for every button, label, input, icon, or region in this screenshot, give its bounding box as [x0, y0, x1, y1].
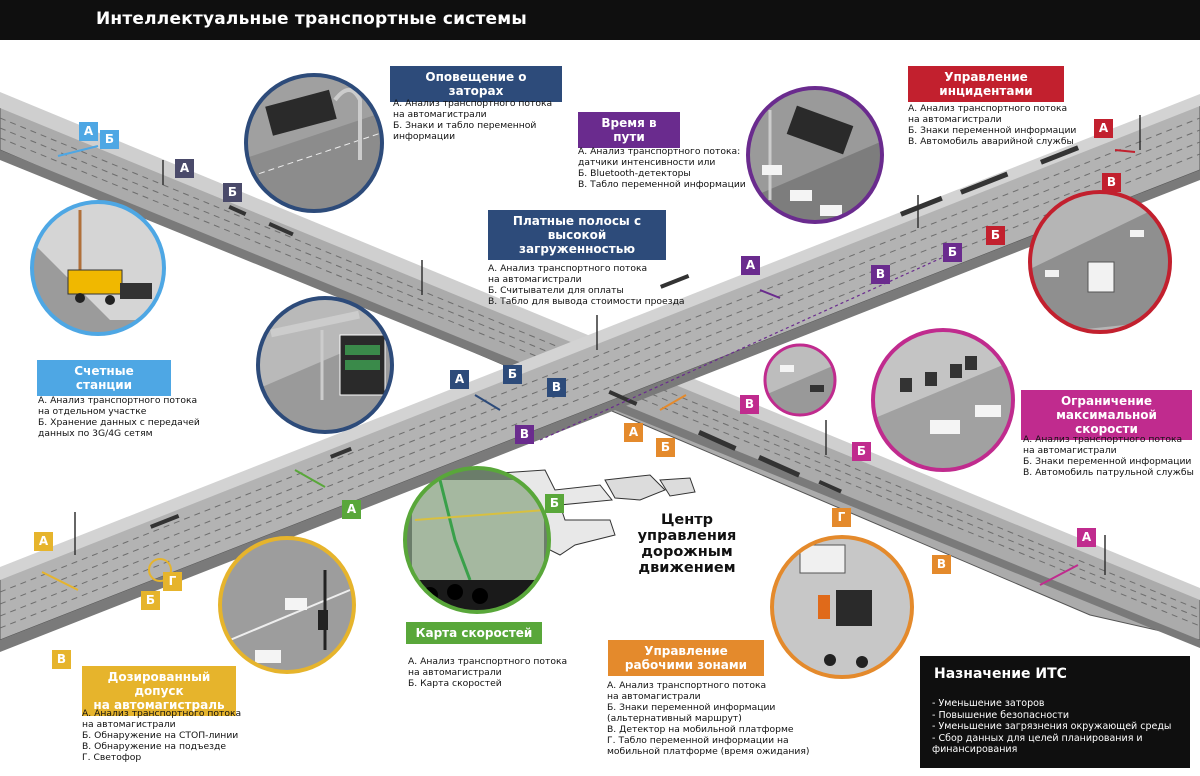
speed-map-illustration-circle	[403, 466, 551, 614]
highway-southwest-northeast	[0, 94, 1200, 652]
tag-travel-b: Б	[943, 243, 962, 262]
counting-stations-title: Счетные станции	[37, 360, 171, 396]
control-center-label: Центр управления дорожным движением	[637, 512, 737, 576]
its-purpose-item: - Уменьшение загрязнения окружающей сред…	[932, 721, 1172, 732]
counting-stations-description: А. Анализ транспортного потока на отдель…	[38, 395, 200, 439]
hot-lanes-title: Платные полосы с высокой загруженностью	[488, 210, 666, 260]
speed-limit-small-circle	[763, 343, 837, 417]
travel-time-illustration-circle	[746, 86, 884, 224]
tag-speedmap-b: Б	[545, 494, 564, 513]
tag-speedlimit-a: А	[1077, 528, 1096, 547]
tag-speedlimit-b: Б	[852, 442, 871, 461]
incident-management-title: Управление инцидентами	[908, 66, 1064, 102]
its-purpose-item: - Повышение безопасности	[932, 709, 1070, 721]
its-purpose-panel: Назначение ИТС - Уменьшение заторов - По…	[920, 656, 1190, 768]
ramp-small-marker	[148, 558, 172, 582]
speed-limit-description: А. Анализ транспортного потока на автома…	[1023, 434, 1194, 478]
sensor-poles	[74, 115, 1141, 575]
speed-map-title: Карта скоростей	[406, 622, 542, 644]
tag-travel-a: А	[741, 256, 760, 275]
hot-lanes-illustration-circle	[256, 296, 394, 434]
tag-incident-b: Б	[986, 226, 1005, 245]
header-bar: Интеллектуальные транспортные системы	[0, 0, 1200, 40]
its-purpose-item: - Сбор данных для целей планирования и ф…	[932, 732, 1143, 756]
speed-limit-title: Ограничение максимальной скорости	[1021, 390, 1192, 440]
incident-illustration-circle	[1028, 190, 1172, 334]
tag-ramp-a: А	[34, 532, 53, 551]
congestion-alert-title: Оповещение о заторах	[390, 66, 562, 102]
segment-markers	[41, 145, 1136, 591]
its-purpose-list: - Уменьшение заторов - Повышение безопас…	[932, 698, 1184, 756]
its-purpose-item: - Уменьшение заторов	[932, 698, 1045, 709]
tag-congestion-b: Б	[223, 183, 242, 202]
tag-counting-a: А	[79, 122, 98, 141]
tag-workzone-v: В	[932, 555, 951, 574]
tag-travel-v2: В	[515, 425, 534, 444]
tag-ramp-v: В	[52, 650, 71, 669]
tag-workzone-b: Б	[656, 438, 675, 457]
speed-map-description: А. Анализ транспортного потока на автома…	[408, 656, 568, 689]
tag-incident-a: А	[1094, 119, 1113, 138]
counting-station-illustration-circle	[30, 200, 166, 336]
tag-speedlimit-v: В	[740, 395, 759, 414]
hot-lanes-description: А. Анализ транспортного потока на автома…	[488, 263, 685, 307]
its-purpose-title: Назначение ИТС	[934, 666, 1067, 682]
tag-travel-v: В	[871, 265, 890, 284]
tag-hotlanes-v: В	[547, 378, 566, 397]
tag-counting-b: Б	[100, 130, 119, 149]
ramp-metering-illustration-circle	[218, 536, 356, 674]
tag-ramp-b: Б	[141, 591, 160, 610]
tag-congestion-a: А	[175, 159, 194, 178]
work-zones-description: А. Анализ транспортного потока на автома…	[607, 680, 810, 757]
tag-workzone-g: Г	[832, 508, 851, 527]
tag-incident-v: В	[1102, 173, 1121, 192]
congestion-alert-description: А. Анализ транспортного потока на автома…	[393, 98, 553, 142]
travel-time-title: Время в пути	[578, 112, 680, 148]
work-zone-illustration-circle	[770, 535, 914, 679]
ramp-metering-description: А. Анализ транспортного потока на автома…	[82, 708, 242, 763]
tag-hotlanes-a: А	[450, 370, 469, 389]
traffic-cars	[150, 145, 1080, 529]
tag-ramp-g: Г	[163, 572, 182, 591]
tag-hotlanes-b: Б	[503, 365, 522, 384]
tag-speedmap-a: А	[342, 500, 361, 519]
tag-workzone-a: А	[624, 423, 643, 442]
incident-management-description: А. Анализ транспортного потока на автома…	[908, 103, 1077, 147]
speed-limit-illustration-circle	[871, 328, 1015, 472]
work-zones-title: Управление рабочими зонами	[608, 640, 764, 676]
travel-time-description: А. Анализ транспортного потока: датчики …	[578, 146, 746, 190]
ramp-metering-title: Дозированный допуск на автомагистраль	[82, 666, 236, 716]
congestion-illustration-circle	[244, 73, 384, 213]
page-title: Интеллектуальные транспортные системы	[96, 9, 527, 29]
